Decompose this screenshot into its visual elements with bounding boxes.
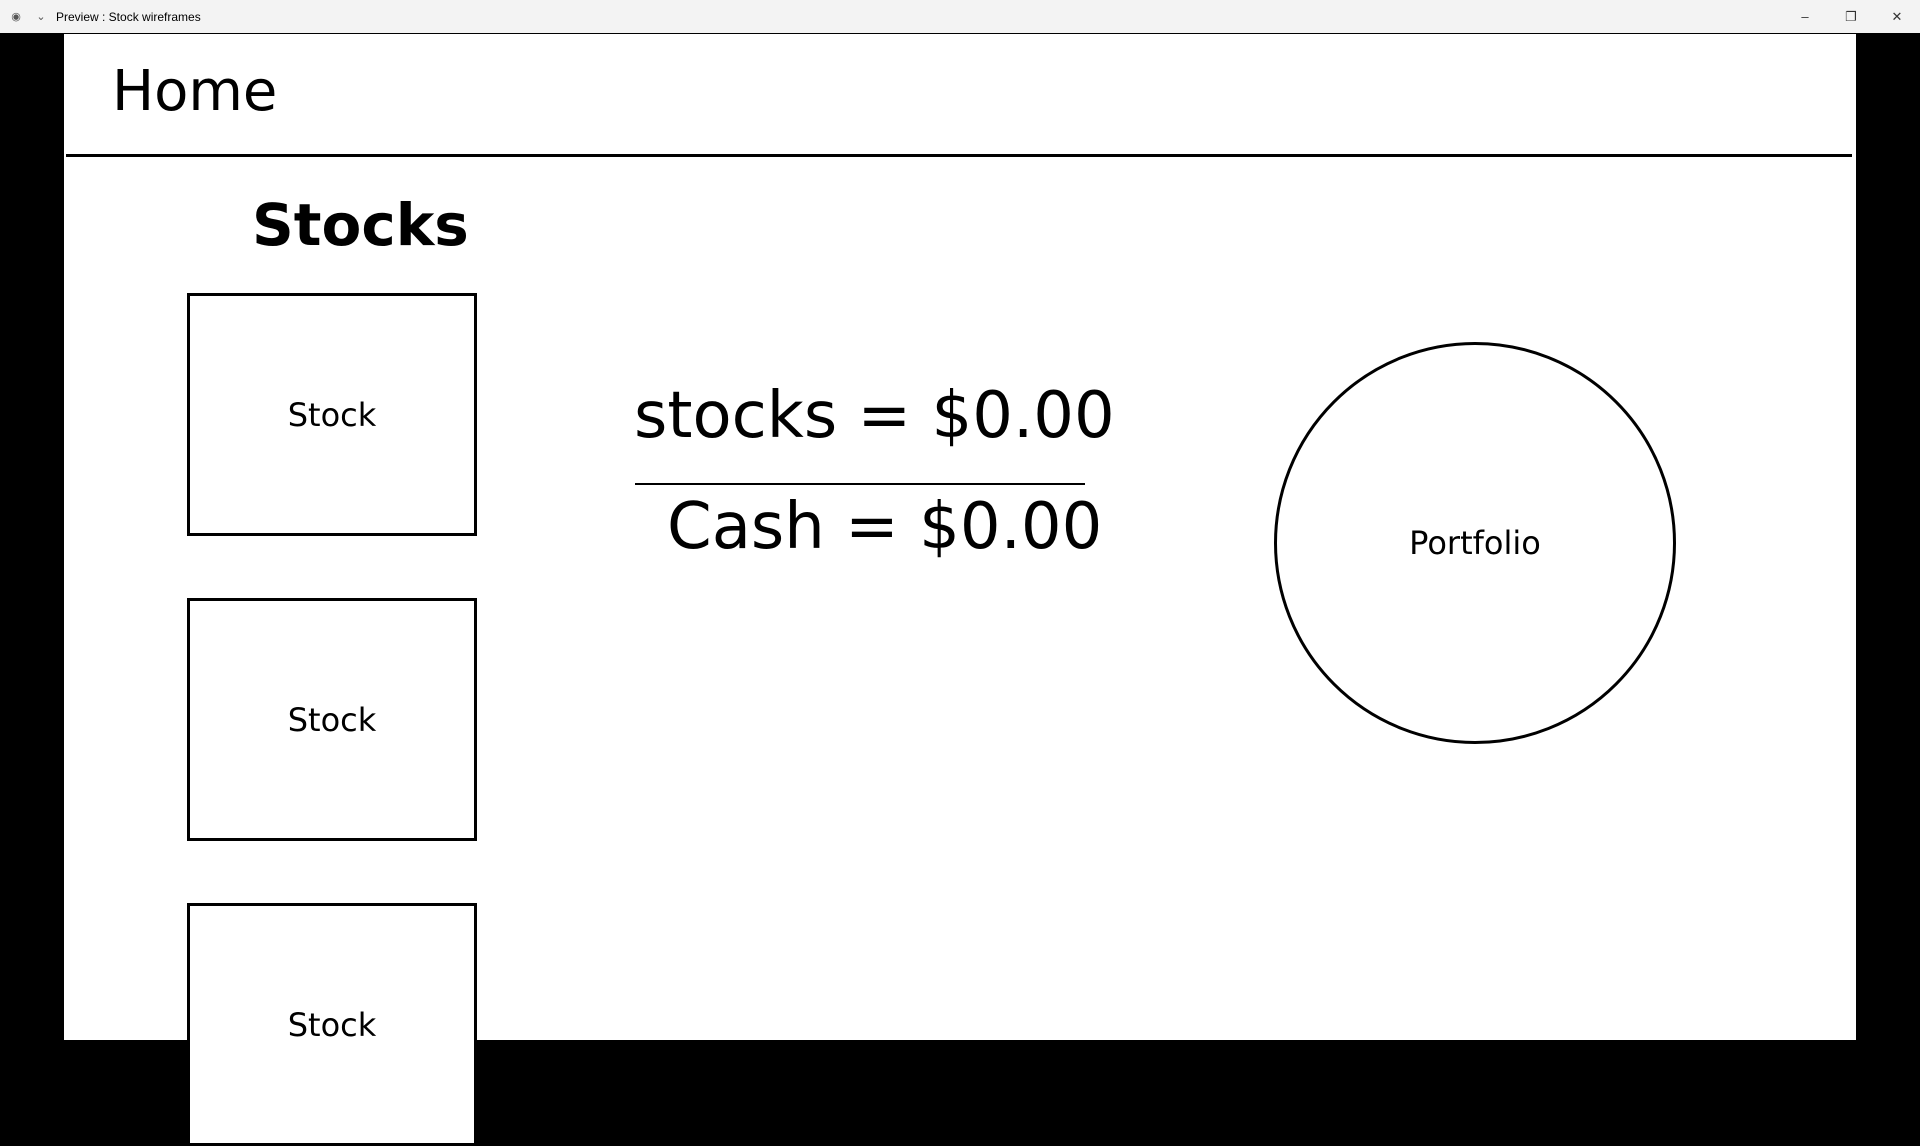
portfolio-label: Portfolio: [1409, 524, 1541, 562]
stock-card[interactable]: Stock: [187, 293, 477, 536]
close-button[interactable]: ✕: [1891, 8, 1903, 24]
minimize-button[interactable]: –: [1801, 9, 1809, 24]
window-title: Preview : Stock wireframes: [56, 9, 201, 24]
stock-card-label: Stock: [287, 1005, 377, 1044]
window-controls: – ❐ ✕: [1782, 0, 1920, 33]
stocks-heading: Stocks: [252, 191, 469, 259]
title-bar: ◉ ⌄ Preview : Stock wireframes – ❐ ✕: [0, 0, 1920, 33]
portfolio-circle[interactable]: Portfolio: [1274, 342, 1676, 744]
stock-card[interactable]: Stock: [187, 598, 477, 841]
stocks-value: stocks = $0.00: [634, 379, 1115, 453]
stock-card-label: Stock: [287, 700, 377, 739]
wireframe-canvas: Home Stocks Stock Stock Stock stocks = $…: [64, 34, 1856, 1146]
page-title: Home: [112, 59, 278, 124]
chevron-down-icon[interactable]: ⌄: [36, 11, 46, 23]
cash-value: Cash = $0.00: [667, 490, 1103, 564]
restore-button[interactable]: ❐: [1845, 8, 1857, 24]
stock-card[interactable]: Stock: [187, 903, 477, 1146]
stock-card-label: Stock: [287, 395, 377, 434]
app-icon[interactable]: ◉: [11, 11, 21, 23]
header-bar: Home: [66, 34, 1852, 157]
divider: [635, 483, 1085, 485]
